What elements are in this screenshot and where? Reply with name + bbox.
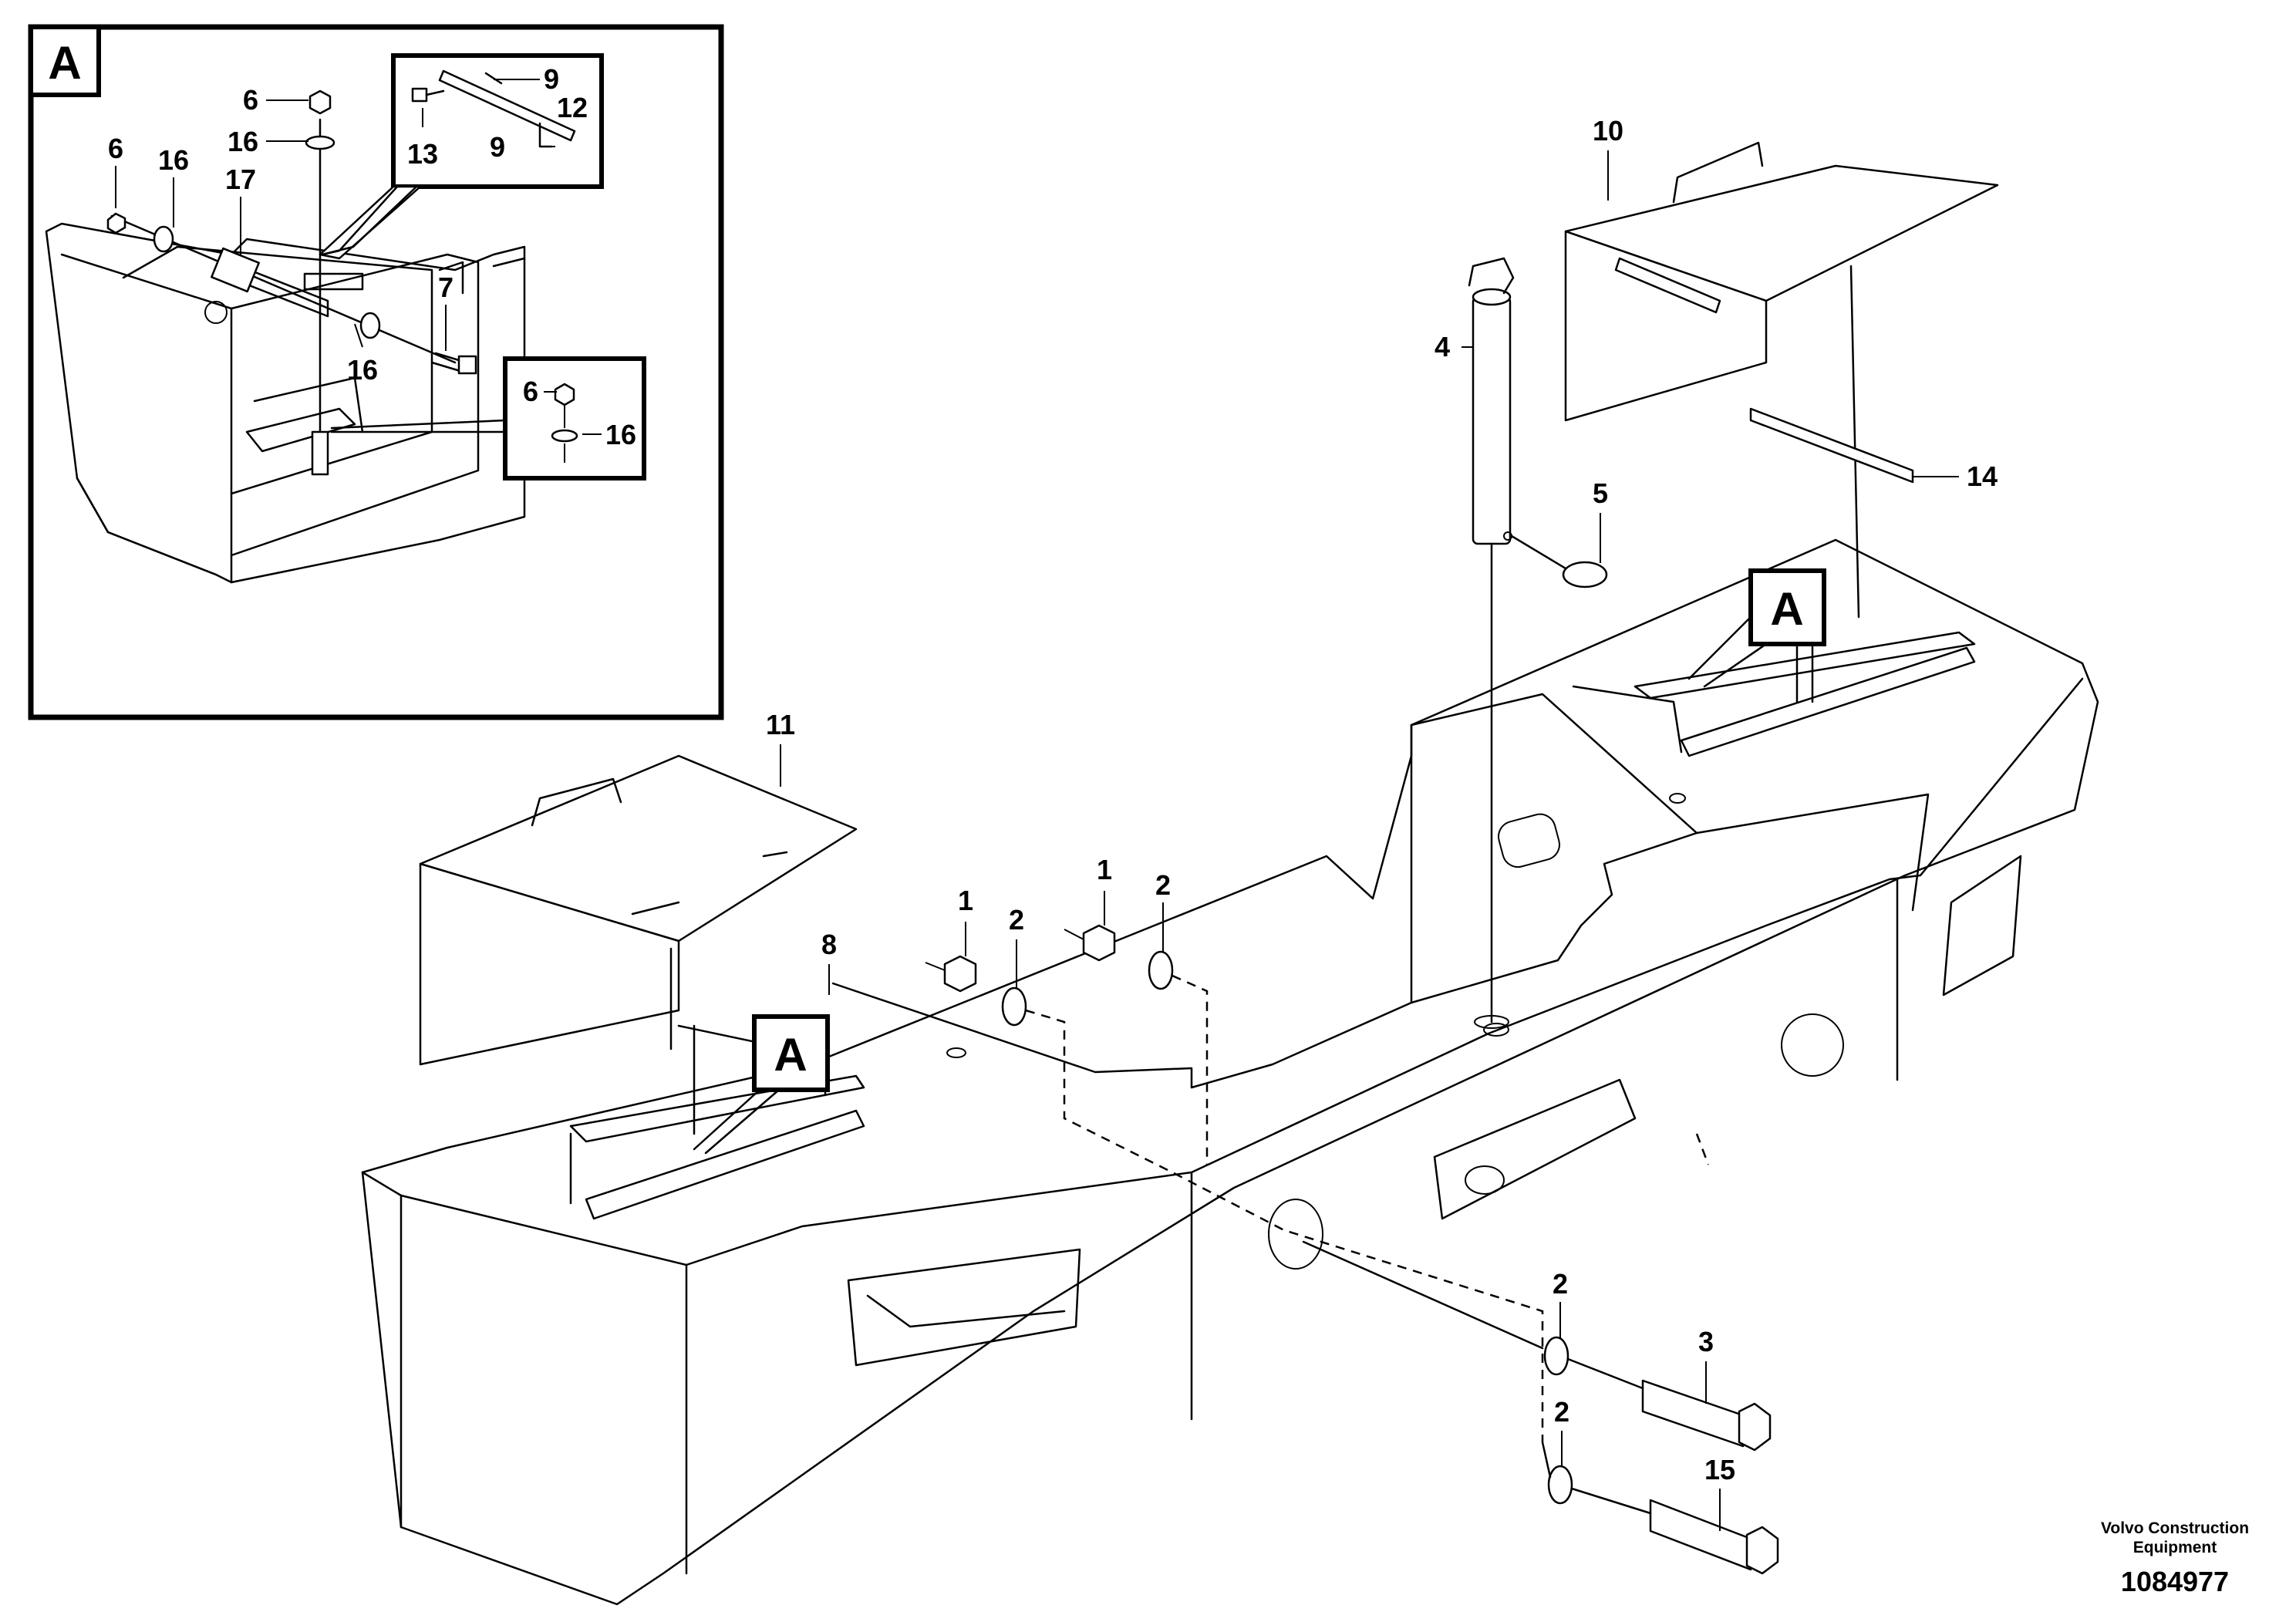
cover-plate-11 [419,754,858,1066]
label-1a: 1 [958,885,973,916]
detail-view-a: A [28,24,724,720]
label-11: 11 [766,709,795,740]
label-detail-16c: 16 [347,354,378,386]
label-1b: 1 [1097,854,1112,885]
lock-pin-5 [1503,531,1608,588]
label-detail-6b: 6 [108,133,123,164]
label-2c: 2 [1553,1268,1568,1300]
drawing-number: 1084977 [2121,1566,2229,1597]
callout-a-left: A [693,1014,830,1155]
rail-14 [1749,407,1914,484]
label-detail-9a: 9 [544,63,559,95]
callout-a-right: A [1687,568,1826,688]
part-labels: 1 2 1 2 2 2 3 15 4 5 8 10 11 14 6 16 6 1… [108,63,1998,1485]
label-3: 3 [1698,1326,1714,1357]
label-5: 5 [1593,477,1608,509]
label-detail-16d: 16 [605,419,636,450]
label-15: 15 [1704,1454,1735,1485]
detail-inset-nut [330,356,646,481]
label-2a: 2 [1009,904,1024,936]
label-10: 10 [1593,115,1623,147]
label-14: 14 [1967,460,1998,492]
label-2d: 2 [1554,1396,1569,1428]
lifting-pin-4 [1468,257,1515,1029]
label-4: 4 [1435,331,1450,363]
label-detail-13: 13 [407,138,438,170]
label-detail-16a: 16 [228,126,258,157]
label-detail-7: 7 [438,271,453,303]
label-detail-17: 17 [225,164,256,195]
detail-inset-bar [319,53,604,260]
counterweight-body [361,538,2099,1606]
label-detail-6a: 6 [243,84,258,116]
label-detail-9b: 9 [490,131,505,163]
callout-a-left-letter: A [774,1029,807,1081]
nut-washer-top [925,924,1544,1442]
callout-a-right-letter: A [1770,583,1803,635]
detail-pin-assembly [106,89,477,476]
company-line-2: Equipment [2133,1539,2217,1556]
label-detail-12: 12 [557,92,588,123]
label-2b: 2 [1155,869,1171,901]
bolt-3 [1302,1240,1772,1452]
label-detail-16b: 16 [158,144,189,176]
company-line-1: Volvo Construction [2101,1519,2249,1537]
label-8: 8 [821,929,837,960]
detail-letter: A [48,37,81,89]
cover-plate-10 [1564,141,1999,619]
label-detail-6c: 6 [523,376,538,407]
footer: Volvo Construction Equipment 1084977 [2101,1519,2249,1597]
bolt-15 [1541,1441,1779,1575]
leader-lines [115,79,1959,1531]
